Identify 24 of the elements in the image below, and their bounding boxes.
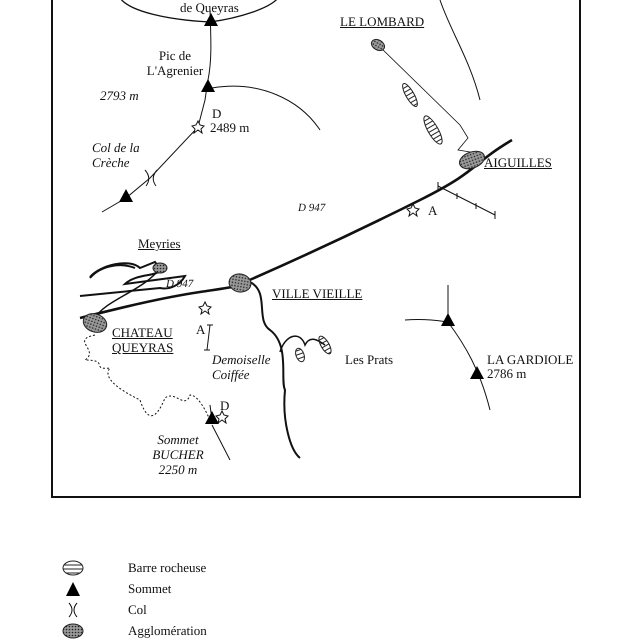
place-name: Les Prats bbox=[345, 352, 394, 367]
legend-text: Col bbox=[128, 602, 147, 617]
place-name: de Queyras bbox=[180, 0, 240, 15]
elevation-label: 2489 m bbox=[210, 120, 250, 135]
map-letter: D bbox=[220, 398, 230, 413]
map-letter: A bbox=[196, 322, 206, 337]
elevation-label: 2793 m bbox=[100, 88, 139, 103]
col-name: Col de la Crèche bbox=[92, 140, 141, 170]
elevation-label: 2786 m bbox=[487, 366, 526, 381]
place-name: Demoiselle Coiffée bbox=[212, 352, 272, 382]
map-letter: D bbox=[212, 106, 222, 121]
summit-name: Sommet BUCHER 2250 m bbox=[151, 432, 205, 477]
legend-text: Sommet bbox=[128, 581, 172, 596]
place-name: Meyries bbox=[138, 236, 181, 251]
road-label: D 947 bbox=[298, 201, 326, 216]
summit-name: LA GARDIOLE bbox=[487, 352, 574, 367]
summit-name: Pic de L'Agrenier bbox=[146, 48, 204, 78]
place-name: AIGUILLES bbox=[484, 155, 552, 170]
legend-text: Barre rocheuse bbox=[128, 560, 206, 575]
place-name: VILLE VIEILLE bbox=[272, 286, 362, 301]
legend-text: Agglomération bbox=[128, 623, 207, 638]
place-name: CHATEAU QUEYRAS bbox=[112, 325, 174, 355]
map-letter: A bbox=[428, 203, 438, 218]
place-name: LE LOMBARD bbox=[340, 14, 424, 29]
